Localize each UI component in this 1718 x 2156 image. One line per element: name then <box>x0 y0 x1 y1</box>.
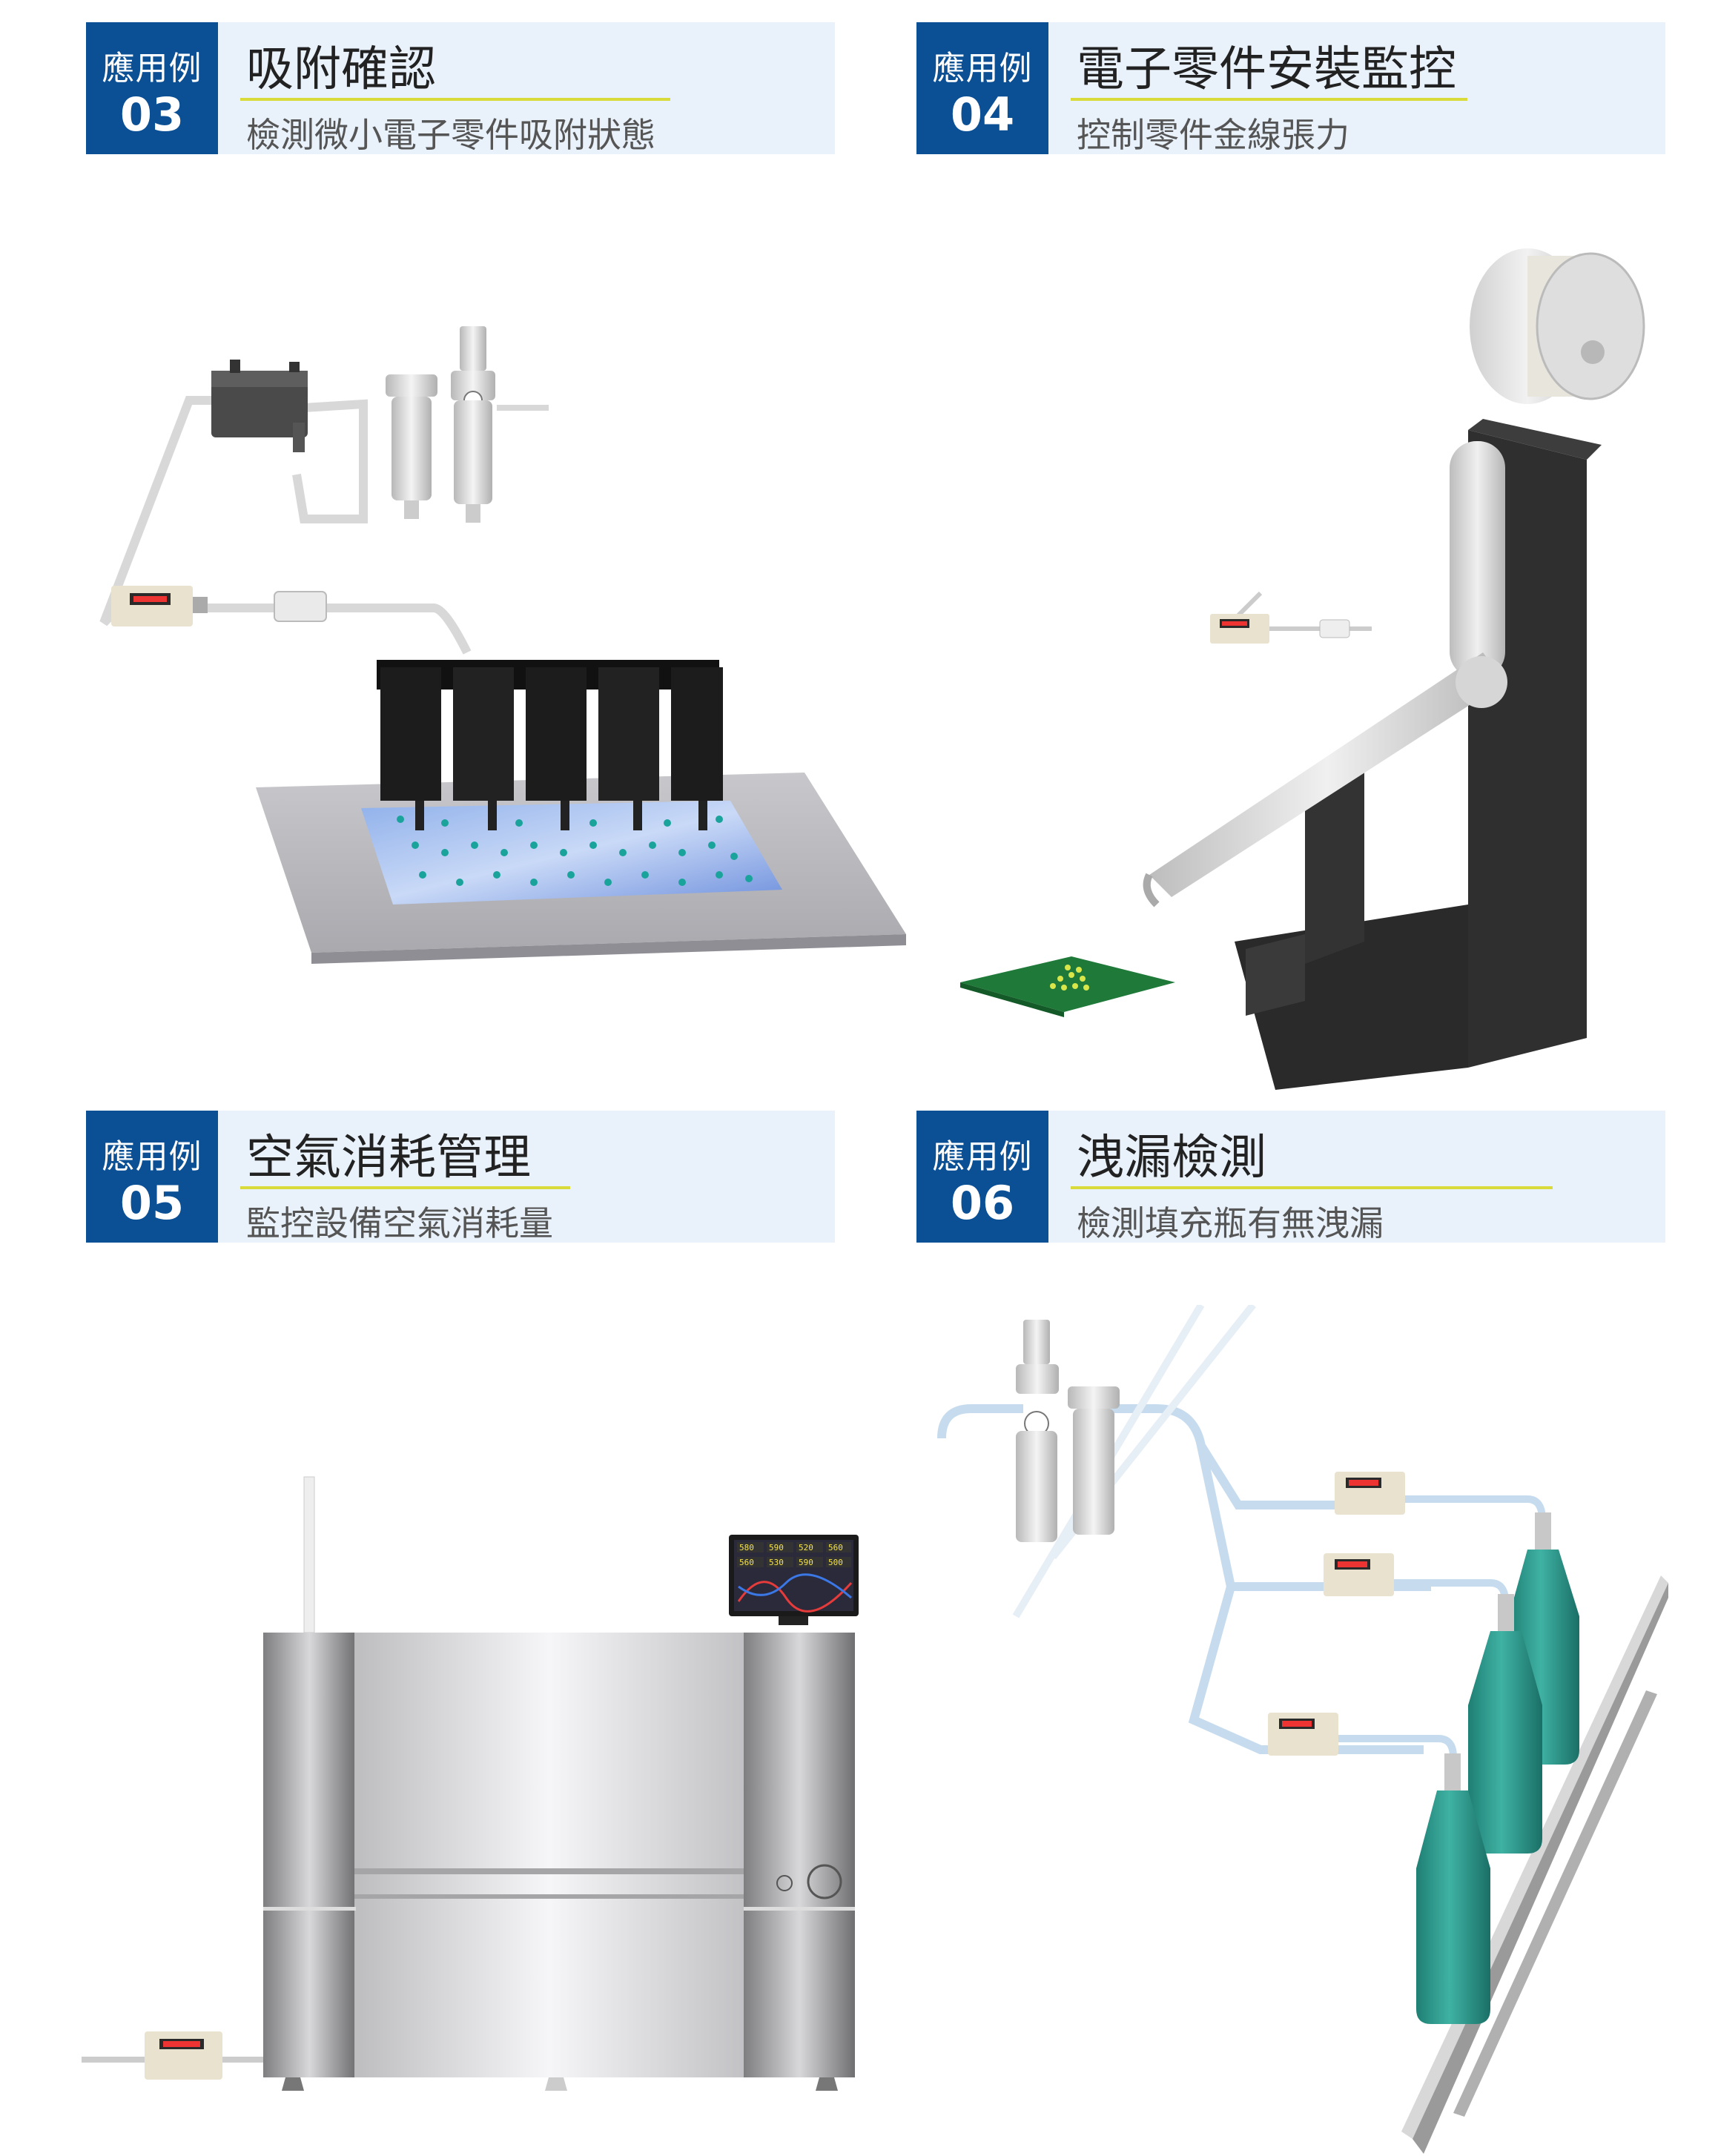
header-06: 應用例 06 洩漏檢測 檢測填充瓶有無洩漏 <box>916 1111 1665 1243</box>
bonder-stand <box>1235 419 1602 1090</box>
flow-sensor <box>1324 1553 1394 1596</box>
example-badge: 應用例 03 <box>86 22 218 154</box>
flow-sensor <box>111 586 208 626</box>
header-panel: 吸附確認 檢測微小電子零件吸附狀態 <box>218 22 835 155</box>
title-underline <box>1071 98 1467 101</box>
header-03: 應用例 03 吸附確認 檢測微小電子零件吸附狀態 <box>86 22 835 155</box>
header-04: 應用例 04 電子零件安裝監控 控制零件金線張力 <box>916 22 1665 155</box>
wire-spool <box>1470 248 1645 404</box>
header-05: 應用例 05 空氣消耗管理 監控設備空氣消耗量 <box>86 1111 835 1243</box>
monitor-reading: 590 <box>799 1558 813 1567</box>
example-label: 應用例 <box>102 50 202 87</box>
filter-regulator <box>1016 1320 1120 1542</box>
example-number: 05 <box>119 1176 185 1230</box>
monitor-reading: 520 <box>799 1543 813 1552</box>
flow-sensor <box>1268 1713 1338 1756</box>
section-title: 洩漏檢測 <box>1077 1131 1266 1186</box>
air-consumption-illustration: 580 590 520 560 560 530 590 500 <box>82 1476 859 2091</box>
example-label: 應用例 <box>932 1138 1033 1176</box>
filter-regulator <box>386 326 495 523</box>
example-badge: 應用例 05 <box>86 1111 218 1243</box>
monitor-reading: 560 <box>739 1558 754 1567</box>
status-monitor: 580 590 520 560 560 530 590 500 <box>729 1535 859 1625</box>
header-panel: 電子零件安裝監控 控制零件金線張力 <box>1048 22 1665 155</box>
title-underline <box>240 98 670 101</box>
section-subtitle: 監控設備空氣消耗量 <box>246 1203 553 1243</box>
flow-sensor <box>82 2031 263 2080</box>
section-title: 空氣消耗管理 <box>246 1131 531 1186</box>
monitor-reading: 580 <box>739 1543 754 1552</box>
vacuum-ejector <box>211 360 308 452</box>
pcb-chip <box>960 956 1175 1017</box>
section-subtitle: 檢測填充瓶有無洩漏 <box>1077 1203 1384 1243</box>
section-subtitle: 檢測微小電子零件吸附狀態 <box>246 115 655 155</box>
suction-illustration <box>99 326 906 964</box>
suction-nozzles <box>377 660 723 830</box>
monitor-reading: 500 <box>828 1558 843 1567</box>
bottle <box>1468 1594 1542 1854</box>
header-panel: 洩漏檢測 檢測填充瓶有無洩漏 <box>1048 1111 1665 1243</box>
example-number: 04 <box>950 87 1015 142</box>
example-number: 03 <box>119 87 185 142</box>
example-badge: 應用例 04 <box>916 22 1048 154</box>
example-badge: 應用例 06 <box>916 1111 1048 1243</box>
example-label: 應用例 <box>102 1138 202 1176</box>
section-title: 電子零件安裝監控 <box>1077 42 1456 97</box>
antenna <box>303 1476 315 1633</box>
title-underline <box>240 1186 570 1189</box>
flow-sensor <box>1210 591 1372 644</box>
flow-sensor <box>1335 1472 1405 1515</box>
component-dots <box>397 816 753 886</box>
wire-bonding-illustration <box>960 248 1645 1090</box>
header-panel: 空氣消耗管理 監控設備空氣消耗量 <box>218 1111 835 1243</box>
title-underline <box>1071 1186 1553 1189</box>
example-label: 應用例 <box>932 50 1033 87</box>
bottle <box>1416 1753 1490 2024</box>
monitor-reading: 590 <box>769 1543 784 1552</box>
leak-detection-illustration <box>937 1305 1668 2154</box>
section-subtitle: 控制零件金線張力 <box>1077 115 1349 155</box>
bonding-arm <box>1143 441 1507 907</box>
section-title: 吸附確認 <box>246 42 436 97</box>
example-number: 06 <box>950 1176 1015 1230</box>
machine-cabinet <box>263 1633 855 2091</box>
monitor-reading: 530 <box>769 1558 784 1567</box>
monitor-reading: 560 <box>828 1543 843 1552</box>
glass-substrate <box>361 801 782 905</box>
